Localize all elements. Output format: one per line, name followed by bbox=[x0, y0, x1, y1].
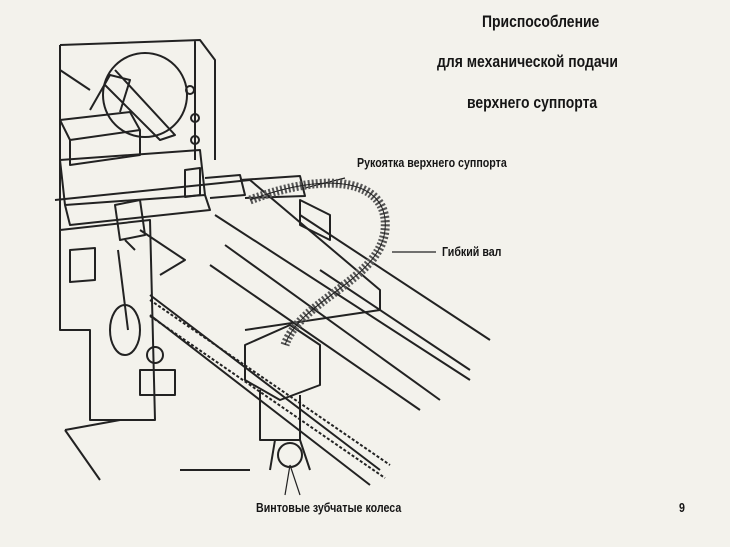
flexible-shaft bbox=[248, 178, 390, 347]
top-slide bbox=[59, 149, 211, 226]
helical-gears bbox=[277, 442, 303, 468]
page-number: 9 bbox=[679, 500, 685, 515]
tool-post bbox=[59, 111, 141, 166]
label-flex-shaft: Гибкий вал bbox=[442, 244, 502, 259]
carriage bbox=[54, 179, 381, 331]
title-line-2: для механической подачи bbox=[437, 52, 618, 71]
apron bbox=[59, 219, 156, 421]
lathe-bed bbox=[149, 214, 471, 486]
chuck bbox=[102, 52, 188, 138]
label-gears: Винтовые зубчатые колеса bbox=[256, 500, 402, 515]
title-line-3: верхнего суппорта bbox=[467, 93, 598, 112]
label-handle: Рукоятка верхнего суппорта bbox=[357, 155, 507, 170]
lead-screw bbox=[149, 299, 391, 479]
handle-support bbox=[239, 175, 306, 199]
title-line-1: Приспособление bbox=[482, 12, 600, 31]
gear-housing bbox=[244, 324, 321, 401]
